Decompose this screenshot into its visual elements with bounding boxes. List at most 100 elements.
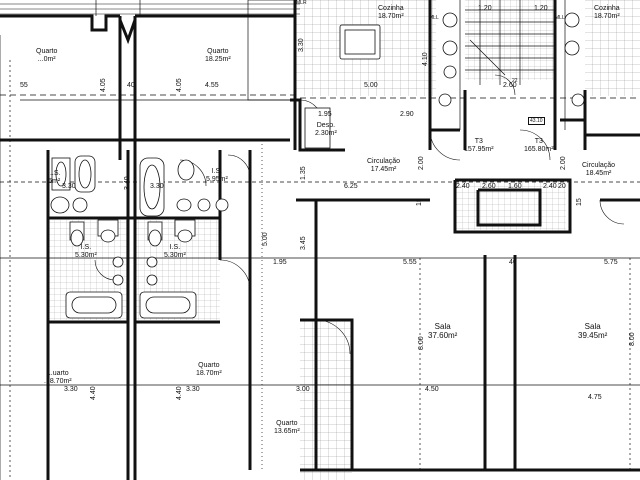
room-is-left-partial: ...S.5m² bbox=[48, 170, 60, 186]
dim: 4.40 bbox=[176, 386, 183, 400]
room-area: 18.70m² bbox=[378, 13, 404, 20]
dim: 3.30 bbox=[64, 386, 78, 393]
room-name: I.S. bbox=[169, 244, 181, 251]
room-quarto-top-left: Quarto...0m² bbox=[36, 48, 57, 64]
room-name: Cozinha bbox=[378, 5, 404, 12]
room-area: 165.80m² bbox=[524, 146, 554, 153]
dim: 4.75 bbox=[588, 394, 602, 401]
room-name: Quarto bbox=[276, 420, 298, 427]
dim: 1.95 bbox=[273, 259, 287, 266]
dim: 3.45 bbox=[300, 236, 307, 250]
room-name: T3 bbox=[534, 138, 543, 145]
room-quarto-left-partial: ...uarto...8.70m² bbox=[44, 370, 72, 386]
dim: 4.10 bbox=[422, 52, 429, 66]
room-is-left: I.S.5.30m² bbox=[75, 244, 97, 260]
room-desp: Desp.2.30m² bbox=[315, 122, 337, 138]
tag-mlr: MLR bbox=[296, 0, 307, 6]
room-name: ...S. bbox=[48, 170, 61, 177]
room-name: Quarto bbox=[207, 48, 229, 55]
room-name: Quarto bbox=[36, 48, 58, 55]
dim: 3.30 bbox=[150, 183, 164, 190]
dim: 20 bbox=[558, 183, 566, 190]
dim: 4.05 bbox=[100, 78, 107, 92]
room-area: 157.95m² bbox=[464, 146, 494, 153]
dim: 2.90 bbox=[400, 111, 414, 118]
dim: 8.00 bbox=[418, 336, 425, 350]
dim: 4.55 bbox=[205, 82, 219, 89]
dim: 2.40 bbox=[543, 183, 557, 190]
dim: 2.00 bbox=[560, 156, 567, 170]
dim: 3.30 bbox=[298, 38, 305, 52]
room-name: I.S. bbox=[211, 168, 223, 175]
room-name: ...uarto bbox=[46, 370, 69, 377]
room-is-top: I.S.5.95m² bbox=[206, 168, 228, 184]
kitchen-floor-right bbox=[585, 0, 640, 96]
room-area: 5.95m² bbox=[206, 176, 228, 183]
tag-up: 22 bbox=[512, 78, 518, 84]
room-name: Circulação bbox=[582, 162, 616, 169]
tag-mll-right: MLL bbox=[555, 15, 565, 21]
dim: 5.55 bbox=[403, 259, 417, 266]
room-area: 5m² bbox=[48, 178, 61, 185]
dim: 2.60 bbox=[503, 82, 517, 89]
room-area: 5.30m² bbox=[75, 252, 97, 259]
tag-level: 43.10 bbox=[528, 117, 545, 125]
dim: 1.20 bbox=[478, 5, 492, 12]
dim: 40 bbox=[509, 259, 517, 266]
room-area: 39.45m² bbox=[578, 331, 608, 340]
dim: 3.40 bbox=[124, 176, 131, 190]
top-band bbox=[0, 3, 300, 15]
dim: 3.30 bbox=[62, 183, 76, 190]
room-area: 2.30m² bbox=[315, 130, 337, 137]
room-name: I.S. bbox=[80, 244, 92, 251]
dim: 1.35 bbox=[300, 166, 307, 180]
room-area: 5.30m² bbox=[164, 252, 186, 259]
dim: 4.50 bbox=[425, 386, 439, 393]
dim: 3.30 bbox=[186, 386, 200, 393]
room-area: 18.45m² bbox=[585, 170, 612, 177]
room-name: Circulação bbox=[367, 158, 401, 165]
room-is-center: I.S.5.30m² bbox=[164, 244, 186, 260]
dim: 2.40 bbox=[456, 183, 470, 190]
dim: 6.25 bbox=[344, 183, 358, 190]
hall-floor bbox=[300, 320, 352, 480]
room-area: 18.70m² bbox=[594, 13, 620, 20]
room-area: ...8.70m² bbox=[44, 378, 72, 385]
room-name: Desp. bbox=[316, 122, 336, 129]
dim: 5.75 bbox=[604, 259, 618, 266]
dim: 2.60 bbox=[482, 183, 496, 190]
dim: 15 bbox=[576, 198, 583, 206]
dim: 4.05 bbox=[176, 78, 183, 92]
dim: 55 bbox=[20, 82, 28, 89]
dim: 15 bbox=[416, 198, 423, 206]
dim: 1.60 bbox=[508, 183, 522, 190]
dim: 3.00 bbox=[296, 386, 310, 393]
room-area: 13.65m² bbox=[274, 428, 300, 435]
room-area: ...0m² bbox=[37, 56, 56, 63]
dim: 4.40 bbox=[90, 386, 97, 400]
room-name: Sala bbox=[584, 322, 601, 331]
dim: 2.00 bbox=[418, 156, 425, 170]
room-name: Sala bbox=[434, 322, 451, 331]
dim: 1.95 bbox=[318, 111, 332, 118]
dim: 5.00 bbox=[364, 82, 378, 89]
room-area: 37.60m² bbox=[428, 331, 458, 340]
room-name: Cozinha bbox=[594, 5, 620, 12]
room-area: 18.70m² bbox=[196, 370, 222, 377]
room-area: 18.25m² bbox=[205, 56, 231, 63]
dim: 40 bbox=[127, 82, 135, 89]
dim: 5.00 bbox=[262, 232, 269, 246]
